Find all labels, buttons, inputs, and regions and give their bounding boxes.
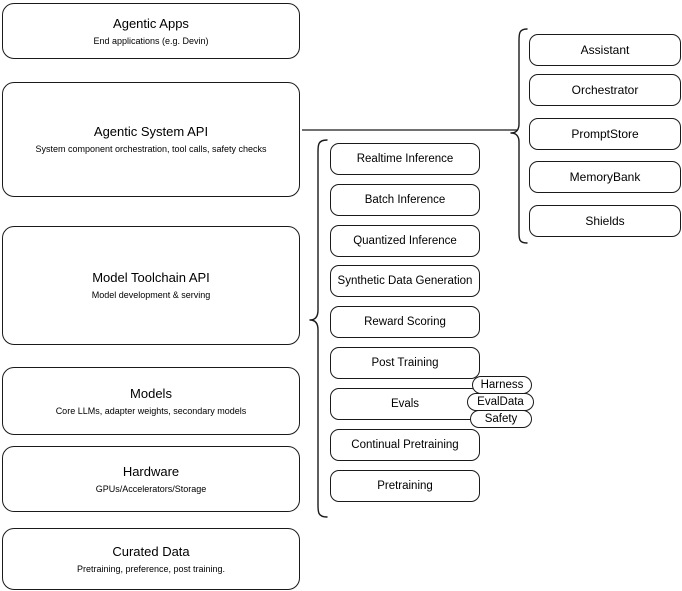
system-component-label: PromptStore bbox=[571, 127, 639, 141]
layer-title: Agentic Apps bbox=[113, 15, 189, 31]
layer-subtitle: End applications (e.g. Devin) bbox=[93, 35, 209, 46]
toolchain-item-label: Pretraining bbox=[377, 480, 433, 492]
toolchain-item-label: Synthetic Data Generation bbox=[337, 275, 473, 287]
toolchain-item-reward-scoring[interactable]: Reward Scoring bbox=[330, 306, 480, 338]
system-component-shields[interactable]: Shields bbox=[529, 205, 681, 237]
eval-pill-safety[interactable]: Safety bbox=[470, 410, 532, 428]
toolchain-item-evals[interactable]: Evals bbox=[330, 388, 480, 420]
layer-agentic-system-api[interactable]: Agentic System API System component orch… bbox=[2, 82, 300, 197]
toolchain-item-label: Reward Scoring bbox=[364, 316, 446, 328]
layer-title: Agentic System API bbox=[93, 124, 209, 139]
brace-system-components bbox=[510, 28, 528, 244]
system-component-label: Assistant bbox=[580, 43, 630, 57]
layer-subtitle: Pretraining, preference, post training. bbox=[76, 563, 226, 574]
layer-subtitle: Model development & serving bbox=[91, 290, 211, 300]
toolchain-item-label: Continual Pretraining bbox=[351, 439, 459, 451]
layer-title: Model Toolchain API bbox=[92, 270, 210, 285]
layer-subtitle: GPUs/Accelerators/Storage bbox=[95, 483, 207, 494]
eval-pill-label: EvalData bbox=[477, 396, 524, 408]
system-component-label: Shields bbox=[585, 214, 625, 228]
toolchain-item-post-training[interactable]: Post Training bbox=[330, 347, 480, 379]
system-component-label: Orchestrator bbox=[571, 83, 639, 97]
system-component-label: MemoryBank bbox=[569, 170, 641, 184]
system-component-assistant[interactable]: Assistant bbox=[529, 34, 681, 66]
eval-pill-label: Harness bbox=[480, 379, 524, 391]
toolchain-item-pretraining[interactable]: Pretraining bbox=[330, 470, 480, 502]
eval-pill-harness[interactable]: Harness bbox=[472, 376, 532, 394]
eval-pill-evaldata[interactable]: EvalData bbox=[467, 393, 534, 411]
system-component-orchestrator[interactable]: Orchestrator bbox=[529, 74, 681, 106]
layer-title: Models bbox=[130, 385, 172, 401]
toolchain-item-label: Batch Inference bbox=[364, 194, 446, 206]
toolchain-item-quantized-inference[interactable]: Quantized Inference bbox=[330, 225, 480, 257]
toolchain-item-realtime-inference[interactable]: Realtime Inference bbox=[330, 143, 480, 175]
layer-title: Curated Data bbox=[112, 543, 190, 559]
toolchain-item-continual-pretraining[interactable]: Continual Pretraining bbox=[330, 429, 480, 461]
layer-models[interactable]: Models Core LLMs, adapter weights, secon… bbox=[2, 367, 300, 435]
layer-model-toolchain-api[interactable]: Model Toolchain API Model development & … bbox=[2, 226, 300, 345]
toolchain-item-label: Post Training bbox=[371, 357, 439, 369]
toolchain-item-label: Quantized Inference bbox=[353, 235, 457, 247]
toolchain-item-synthetic-data-generation[interactable]: Synthetic Data Generation bbox=[330, 265, 480, 297]
layer-curated-data[interactable]: Curated Data Pretraining, preference, po… bbox=[2, 528, 300, 590]
toolchain-item-batch-inference[interactable]: Batch Inference bbox=[330, 184, 480, 216]
eval-pill-label: Safety bbox=[484, 413, 518, 425]
layer-subtitle: Core LLMs, adapter weights, secondary mo… bbox=[55, 405, 247, 416]
system-component-promptstore[interactable]: PromptStore bbox=[529, 118, 681, 150]
toolchain-item-label: Realtime Inference bbox=[356, 153, 454, 165]
layer-title: Hardware bbox=[122, 463, 180, 479]
brace-toolchain bbox=[309, 139, 328, 518]
layer-hardware[interactable]: Hardware GPUs/Accelerators/Storage bbox=[2, 446, 300, 512]
toolchain-item-label: Evals bbox=[390, 398, 420, 410]
layer-subtitle: System component orchestration, tool cal… bbox=[35, 144, 267, 154]
system-component-memorybank[interactable]: MemoryBank bbox=[529, 161, 681, 193]
layer-agentic-apps[interactable]: Agentic Apps End applications (e.g. Devi… bbox=[2, 3, 300, 59]
